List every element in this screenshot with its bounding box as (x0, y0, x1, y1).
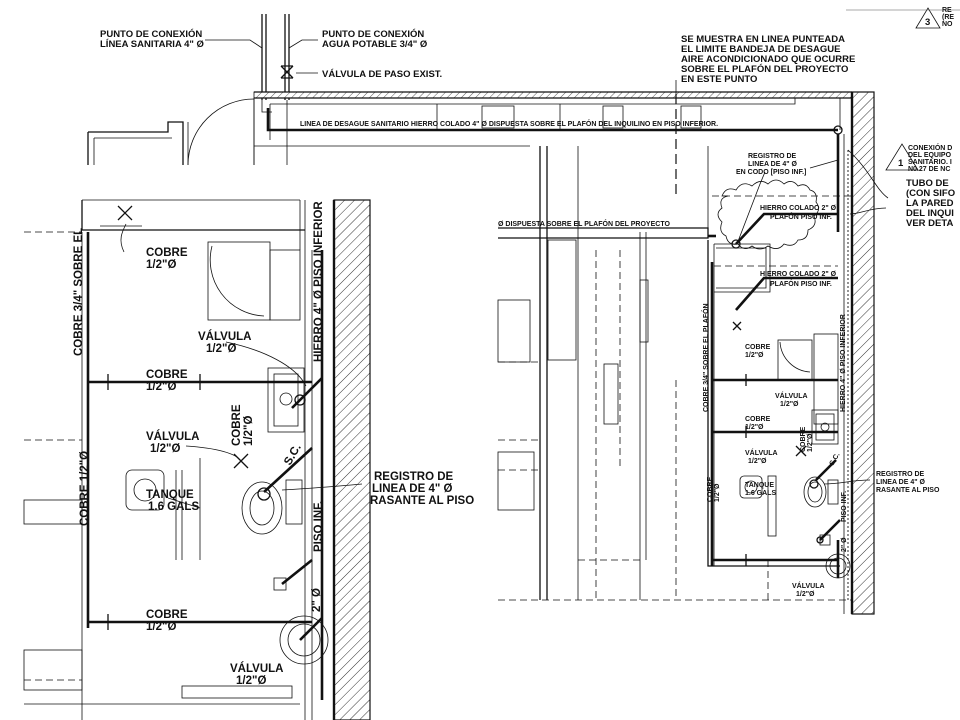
plan-half-1: 1/2"Ø (745, 352, 764, 359)
main-floor-plan: Ø DISPUESTA SOBRE EL PLAFÓN DEL PROYECTO (253, 34, 940, 615)
plan-half-3: 1/2"Ø (745, 424, 764, 431)
tank-fixture-main (739, 475, 763, 499)
dashed-limit-note-l5: EN ESTE PUNTO (681, 74, 757, 85)
cast-iron-1-l1: HIERRO COLADO 2" Ø (760, 205, 837, 212)
drain-line-project-label: Ø DISPUESTA SOBRE EL PLAFÓN DEL PROYECTO (498, 219, 670, 228)
plan-valvula-2: VÁLVULA (745, 448, 778, 457)
plan-cobre-2: COBRE (745, 416, 771, 423)
inset-vertical-cobre-half: COBRE 1/2"Ø (79, 451, 91, 526)
inset-half-2: 1/2"Ø (206, 343, 236, 355)
inset-half-5: 1/2"Ø (146, 621, 176, 633)
inset-vertical-cobre: COBRE 3/4" SOBRE EL (73, 228, 85, 356)
tube-note-l3: LA PARED (906, 198, 954, 209)
sanitary-connection-note-l1: PUNTO DE CONEXIÓN (100, 28, 202, 40)
plan-cobre-vertical-2: COBRE (707, 476, 714, 502)
registro-elbow-l1: REGISTRO DE (748, 153, 797, 160)
sink-fixture-inset (207, 241, 305, 433)
water-connection-note-l2: AGUA POTABLE 3/4" Ø (322, 39, 427, 50)
inset-cobre-3: COBRE (146, 609, 188, 621)
tube-note-l5: VER DETA (906, 218, 953, 229)
inset-tanque: TANQUE (146, 489, 194, 501)
inset-cobre-vertical: COBRE (231, 404, 243, 446)
dashed-limit-note-l2: EL LIMITE BANDEJA DE DESAGUE (681, 44, 840, 55)
plan-half-2: 1/2"Ø (780, 401, 799, 408)
top-left-plan: PUNTO DE CONEXIÓN LÍNEA SANITARIA 4" Ø P… (87, 14, 442, 166)
top-right-revision: 3 RE (RE NO (846, 7, 960, 29)
plan-piso-inf: PISO INF. (841, 491, 848, 522)
tube-note-l1: TUBO DE (906, 178, 949, 189)
inset-half-vertical: 1/2"Ø (243, 416, 255, 446)
connection-note-l2: DEL EQUIPO (908, 152, 952, 159)
plan-registro-l1: REGISTRO DE (876, 471, 925, 478)
revision-line-2: (RE (942, 14, 954, 21)
inset-registro-l2: LINEA DE 4" Ø (372, 483, 452, 495)
inset-valvula-1: VÁLVULA (198, 330, 251, 343)
plan-half-vertical-2: 1/2"Ø (714, 483, 721, 502)
plan-half-5: 1/2"Ø (796, 591, 815, 598)
plan-registro-l3: RASANTE AL PISO (876, 487, 940, 494)
revision-cloud (717, 179, 819, 250)
plan-valvula-3: VÁLVULA (792, 581, 825, 590)
plan-cobre-vertical: COBRE (800, 426, 807, 452)
sanitary-connection-note-l2: LÍNEA SANITARIA 4" Ø (100, 39, 204, 50)
inset-half-6: 1/2"Ø (236, 675, 266, 687)
connection-note-l4: N0.27 DE NC (908, 166, 950, 173)
inset-valvula-2: VÁLVULA (146, 430, 199, 443)
revision-triangle-3: 3 (925, 17, 930, 28)
tube-note-l4: DEL INQUI (906, 208, 954, 219)
plan-registro-l2: LINEA DE 4" Ø (876, 479, 926, 486)
vertical-hierro-label: HIERRO 4" Ø PISO INFERIOR (840, 314, 847, 412)
plan-gals: 1.6 GALS (745, 490, 776, 497)
dashed-limit-note-l3: AIRE ACONDICIONADO QUE OCURRE (681, 54, 855, 65)
revision-triangle-1: 1 (898, 158, 904, 169)
inset-registro-l3: RASANTE AL PISO (370, 495, 474, 507)
plan-valvula-1: VÁLVULA (775, 391, 808, 400)
cast-iron-2-l2: PLAFÓN PISO INF. (770, 279, 832, 288)
water-connection-note-l1: PUNTO DE CONEXIÓN (322, 28, 424, 40)
inset-two-inch: 2" Ø (311, 588, 323, 612)
inset-gals: 1.6 GALS (148, 501, 199, 513)
existing-valve-symbol (280, 65, 294, 79)
existing-valve-note: VÁLVULA DE PASO EXIST. (322, 69, 442, 80)
inset-vertical-hierro: HIERRO 4" Ø PISO INFERIOR (313, 201, 325, 362)
inset-half-1: 1/2"Ø (146, 259, 176, 271)
revision-line-3: NO (942, 21, 953, 28)
cast-iron-1-l2: PLAFÓN PISO INF. (770, 212, 832, 221)
inset-registro-l1: REGISTRO DE (374, 471, 454, 483)
right-edge-notes: 1 CONEXIÓN D DEL EQUIPO SANITARIO. I N0.… (885, 143, 955, 229)
dashed-limit-note-l4: SOBRE EL PLAFÓN DEL PROYECTO (681, 63, 848, 75)
registro-elbow-l3: EN CODO [PISO INF.] (736, 169, 806, 176)
plan-cobre-1: COBRE (745, 344, 771, 351)
inset-cobre-2: COBRE (146, 369, 188, 381)
plan-two-inch: 2" Ø (841, 537, 848, 552)
floor-drain-inset (279, 615, 329, 665)
vertical-cobre-plafon-label: COBRE 3/4" SOBRE EL PLAFÓN (701, 303, 710, 412)
detail-inset: COBRE 3/4" SOBRE EL HIERRO 4" Ø PISO INF… (23, 166, 474, 720)
tube-note-l2: (CON SIFO (906, 188, 955, 199)
tank-fixture-inset (125, 458, 201, 560)
revision-line-1: RE (942, 7, 952, 14)
inset-piso-inf: PISO INF. (313, 501, 325, 552)
inset-cobre-1: COBRE (146, 247, 188, 259)
toilet-fixture-inset (241, 479, 303, 535)
inset-valvula-3: VÁLVULA (230, 662, 283, 675)
cast-iron-2-l1: HIERRO COLADO 2" Ø (760, 271, 837, 278)
connection-note-l3: SANITARIO. I (908, 159, 952, 166)
dashed-limit-note-l1: SE MUESTRA EN LINEA PUNTEADA (681, 34, 845, 45)
connection-note-l1: CONEXIÓN D (908, 143, 952, 152)
drain-line-long-label: LINEA DE DESAGUE SANITARIO HIERRO COLADO… (300, 119, 718, 128)
plan-half-4: 1/2"Ø (748, 458, 767, 465)
plan-tanque: TANQUE (745, 482, 774, 489)
inset-half-3: 1/2"Ø (146, 381, 176, 393)
plan-sc: S.C. (829, 452, 842, 467)
toilet-fixture-main (803, 476, 839, 508)
inset-half-4: 1/2"Ø (150, 443, 180, 455)
registro-elbow-l2: LINEA DE 4" Ø (748, 161, 798, 168)
plan-half-vertical: 1/2"Ø (807, 433, 814, 452)
